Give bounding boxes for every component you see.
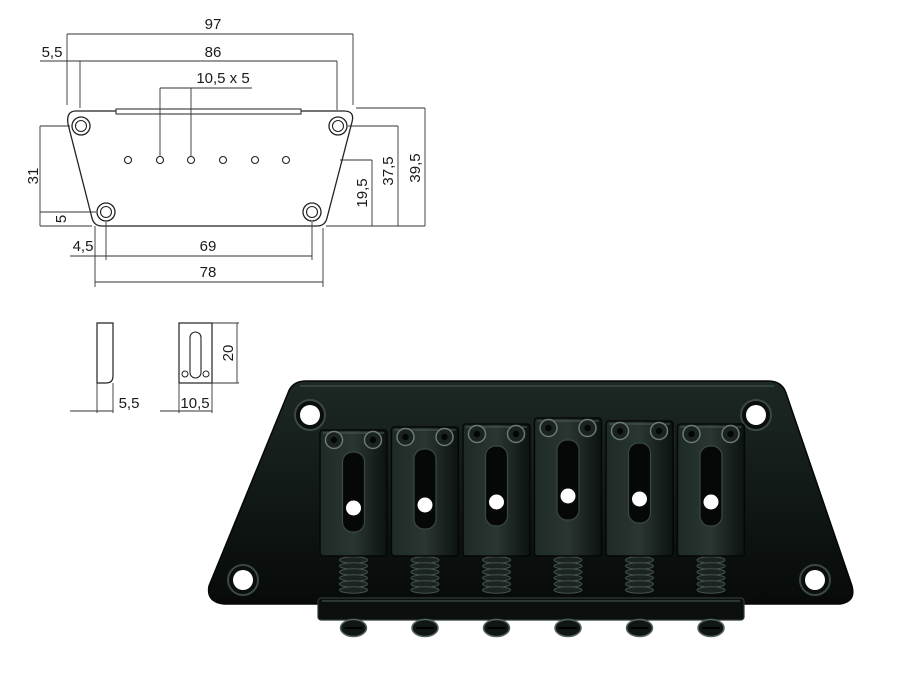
photo-mounting-hole-bottom-left [227,564,259,596]
bridge-photo [207,380,854,638]
saddle-4 [533,417,603,594]
saddle-stop-bar [115,108,302,115]
saddle-spring-4 [553,550,583,594]
saddle-6 [676,423,746,594]
dim-saddle-slot: 10,5 x 5 [196,70,249,87]
saddle-1 [319,429,388,594]
dim-saddle-width: 10,5 [180,395,209,412]
dim-bottom-width: 78 [200,264,217,281]
saddle-front-view: 10,5 20 [160,322,239,413]
dim-lower-hole-offset: 5 [53,215,70,223]
mounting-hole-bottom-left [96,202,116,222]
string-holes [123,155,291,165]
mounting-hole-top-right [328,116,348,136]
dim-height-outer: 39,5 [407,153,424,182]
saddle-2 [390,426,460,594]
plate-outline [67,110,354,227]
dim-saddle-thickness: 5,5 [119,395,140,412]
screw-head-4 [554,618,582,638]
plate-outline-drawing [67,108,354,227]
dim-plate-height: 31 [25,168,42,185]
dimension-labels: 97 86 5,5 10,5 x 5 31 5 19,5 37,5 39,5 4… [25,16,424,281]
mounting-hole-bottom-right [302,202,322,222]
screw-head-3 [482,618,511,638]
dim-height-mid: 19,5 [354,178,371,207]
photo-saddles [319,417,746,594]
dimension-lines [39,33,426,287]
saddle-5 [605,420,674,594]
screw-head-6 [697,618,725,638]
photo-mounting-hole-top-right [740,399,772,431]
photo-mounting-hole-bottom-right [799,564,831,596]
bridge-front-bar [317,597,745,621]
dim-overall-width: 97 [205,16,222,33]
saddle-side-view: 5,5 [70,322,140,413]
saddle-3 [462,423,531,594]
saddle-spring-5 [625,550,654,594]
dim-edge-offset-bottom: 4,5 [73,238,94,255]
dim-hole-spacing-width: 86 [205,44,222,61]
saddle-spring-3 [482,550,511,594]
dim-bottom-hole-spacing: 69 [200,238,217,255]
dim-height-inner: 37,5 [380,156,397,185]
intonation-screw-heads [339,618,725,638]
saddle-spring-1 [339,550,368,594]
dim-saddle-height: 20 [220,345,237,362]
screw-head-2 [411,618,439,638]
mounting-hole-top-left [71,116,91,136]
screw-head-5 [625,618,654,638]
saddle-spring-6 [696,550,726,594]
saddle-spring-2 [410,550,440,594]
dim-edge-offset-top: 5,5 [42,44,63,61]
screw-head-1 [339,618,368,638]
photo-mounting-hole-top-left [294,399,326,431]
